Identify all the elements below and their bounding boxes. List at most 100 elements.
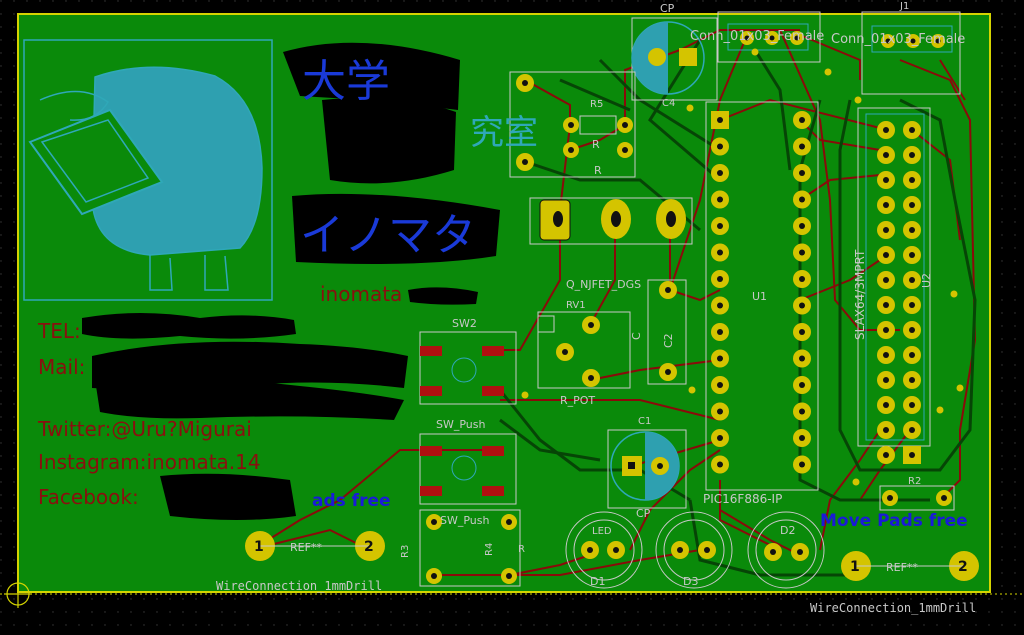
pin-hole (717, 408, 723, 415)
pin-hole (909, 252, 915, 258)
pin-hole (799, 302, 805, 309)
r5-footprint[interactable] (509, 71, 636, 178)
pad-2-left: 2 (364, 539, 374, 555)
u2-footprint[interactable] (857, 107, 931, 464)
q-njfet-footprint[interactable] (529, 197, 693, 245)
silk-twitter: Twitter:@Uru?Migurai (37, 417, 252, 441)
pad[interactable] (679, 48, 697, 66)
pin-hole (717, 170, 723, 176)
led-d2-footprint[interactable] (747, 511, 825, 589)
pin-hole (909, 352, 915, 358)
c1-footprint[interactable] (607, 429, 687, 509)
pin-hole (883, 177, 889, 183)
pin-hole (883, 402, 889, 408)
r5-label: R5 (590, 99, 603, 110)
c1-label: C1 (638, 416, 651, 427)
pin-hole (883, 327, 889, 333)
cp-top-footprint[interactable] (631, 17, 718, 101)
d3-label: D3 (683, 575, 698, 588)
pin-hole (909, 377, 915, 383)
u2-part-label: SLAX64/3MPRT (853, 249, 867, 340)
pin-hole (717, 276, 723, 282)
sw2-footprint[interactable] (419, 331, 517, 405)
pin-hole (883, 202, 889, 208)
pin-hole (883, 302, 889, 308)
pin-hole (799, 223, 805, 229)
move-pads-free-right: Move Pads free (820, 511, 968, 531)
pin-hole (883, 277, 889, 283)
sw-push-footprint[interactable] (419, 433, 517, 505)
r5-value-label: R (592, 138, 600, 151)
sw2-label: SW2 (452, 317, 477, 330)
pin-hole (909, 152, 915, 158)
r2-footprint[interactable] (879, 485, 955, 511)
silk-name: inomata (320, 282, 402, 306)
pad-2-right: 2 (958, 559, 968, 575)
sw-push-2-label: SW_Push (440, 514, 490, 527)
turtle-logo-back-silk (23, 39, 273, 301)
logo-kanji-1: 大学 (302, 56, 390, 107)
u1-label: U1 (752, 290, 767, 303)
pin-hole (799, 329, 805, 335)
silk-tel: TEL: (37, 319, 81, 343)
pin-hole (799, 117, 805, 123)
r5-ref-label: R (594, 164, 602, 177)
pin-hole (909, 202, 915, 208)
pin-hole (909, 177, 915, 183)
pin-hole (883, 452, 889, 458)
pin-hole (717, 249, 723, 256)
redaction-scribbles (82, 42, 500, 520)
c2-label: C2 (662, 333, 675, 348)
move-pads-free-left: ads free (312, 491, 391, 511)
u1-footprint[interactable] (705, 101, 819, 491)
pad-1-right: 1 (850, 559, 860, 575)
conn-01x03-female-footprint[interactable] (717, 11, 821, 63)
pin-hole (799, 249, 805, 256)
pin-hole (799, 435, 805, 441)
pin-hole (909, 127, 915, 133)
pin-hole (717, 382, 723, 388)
pin-hole (909, 402, 915, 408)
pin-hole (717, 196, 723, 203)
conn-1-label: Conn_01x03_Female (690, 29, 824, 44)
pin-hole (909, 327, 915, 333)
j1-footprint[interactable] (861, 11, 961, 95)
pin-hole (909, 277, 915, 283)
pin-hole (909, 302, 915, 308)
pin-hole (717, 223, 723, 229)
led-d1-footprint[interactable] (565, 511, 643, 589)
r3-label: R3 (400, 545, 411, 558)
pin-hole (799, 408, 805, 415)
pin-hole (799, 143, 805, 150)
pin-hole (799, 382, 805, 388)
c4-label: C4 (662, 98, 675, 109)
pin-hole (883, 127, 889, 133)
pin-hole (909, 452, 915, 458)
pin-hole (717, 143, 723, 150)
pin-hole (909, 427, 915, 433)
rv1-label: RV1 (566, 300, 586, 311)
r4-r3-footprint[interactable] (419, 509, 521, 587)
pin-hole (799, 196, 805, 203)
pin-hole (883, 377, 889, 383)
led-d3-footprint[interactable] (655, 511, 733, 589)
wire-right-label: WireConnection_1mmDrill (810, 601, 976, 615)
rv1-footprint[interactable] (537, 311, 631, 389)
r-small-label: R (518, 544, 525, 555)
pin-hole (717, 302, 723, 309)
pin-hole (909, 227, 915, 233)
wire-connection-right[interactable] (841, 551, 979, 581)
r2-label: R2 (908, 476, 921, 487)
ref-left-label: REF** (290, 541, 322, 554)
d2-label: D2 (780, 524, 795, 537)
pad[interactable] (648, 48, 666, 66)
r-pot-label: R_POT (560, 394, 595, 407)
c2-footprint[interactable] (647, 279, 687, 385)
wire-connection-left[interactable] (245, 531, 385, 561)
silk-mail: Mail: (38, 355, 85, 379)
pin-hole (717, 117, 723, 123)
silk-instagram: Instagram:inomata.14 (38, 450, 261, 474)
pad-1-left: 1 (254, 539, 264, 555)
cp-top-label: CP (660, 2, 675, 15)
